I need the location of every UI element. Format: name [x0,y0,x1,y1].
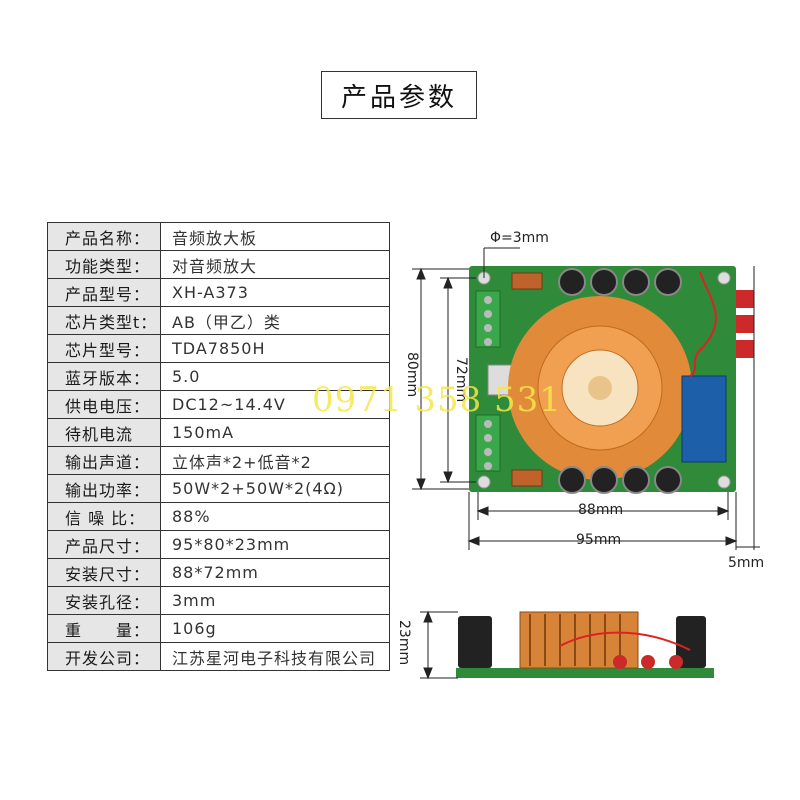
rca-side [613,655,627,669]
spec-row: 产品名称：音频放大板 [47,222,390,251]
spec-row: 产品尺寸：95*80*23mm [47,530,390,559]
spec-value: XH-A373 [160,278,390,307]
margin-label: 5mm [728,555,765,571]
spec-key: 产品名称： [47,222,161,251]
rca-jack [736,290,754,308]
spec-row: 输出声道：立体声*2+低音*2 [47,446,390,475]
spec-row: 开发公司：江苏星河电子科技有限公司 [47,642,390,671]
spec-row: 安装尺寸：88*72mm [47,558,390,587]
spec-key: 输出声道： [47,446,161,475]
spec-value: 50W*2+50W*2(4Ω) [160,474,390,503]
spec-key: 输出功率： [47,474,161,503]
height-inner-label: 72mm [453,357,469,403]
spec-key: 供电电压： [47,390,161,419]
rca-side [641,655,655,669]
spec-key: 芯片型号： [47,334,161,363]
spec-value: 150mA [160,418,390,447]
capacitor-side [676,616,706,668]
spec-value: AB（甲乙）类 [160,306,390,335]
spec-value: 88% [160,502,390,531]
capacitor [654,466,682,494]
height-outer-label: 80mm [404,352,420,398]
spec-value: 音频放大板 [160,222,390,251]
mount-hole-tr [717,271,731,285]
pcb-side-view [456,668,714,678]
spec-key: 待机电流 [47,418,161,447]
inductor-bottom [511,469,543,487]
spec-value: 对音频放大 [160,250,390,279]
capacitor [558,466,586,494]
hole-diameter-label: Φ=3mm [490,230,549,246]
spec-row: 重 量：106g [47,614,390,643]
capacitor [590,466,618,494]
mount-hole-br [717,475,731,489]
spec-value: 95*80*23mm [160,530,390,559]
capacitor [622,466,650,494]
spec-key: 信 噪 比： [47,502,161,531]
capacitor [590,268,618,296]
spec-row: 信 噪 比：88% [47,502,390,531]
watermark: 0971 358 531 [312,380,562,420]
spec-row: 产品型号：XH-A373 [47,278,390,307]
thickness-label: 23mm [396,620,412,666]
spec-value: TDA7850H [160,334,390,363]
rca-side [669,655,683,669]
spec-key: 芯片类型t： [47,306,161,335]
spec-value: 立体声*2+低音*2 [160,446,390,475]
inductor-top [511,272,543,290]
spec-row: 输出功率：50W*2+50W*2(4Ω) [47,474,390,503]
spec-value: 5.0 [160,362,390,391]
bluetooth-module [681,375,727,463]
spec-value: 江苏星河电子科技有限公司 [160,642,390,671]
spec-key: 开发公司： [47,642,161,671]
spec-row: 芯片类型t：AB（甲乙）类 [47,306,390,335]
spec-key: 蓝牙版本： [47,362,161,391]
capacitor [622,268,650,296]
mount-hole-bl [477,475,491,489]
capacitor-side [458,616,492,668]
spec-row: 供电电压：DC12~14.4V [47,390,390,419]
rca-jack [736,340,754,358]
spec-value: 88*72mm [160,558,390,587]
spec-key: 安装尺寸： [47,558,161,587]
width-inner-label: 88mm [578,502,624,518]
rca-jack [736,315,754,333]
spec-row: 蓝牙版本：5.0 [47,362,390,391]
spec-row: 功能类型：对音频放大 [47,250,390,279]
capacitor [558,268,586,296]
spec-key: 产品型号： [47,278,161,307]
capacitor [654,268,682,296]
spec-value: 106g [160,614,390,643]
spec-value: DC12~14.4V [160,390,390,419]
spec-row: 芯片型号：TDA7850H [47,334,390,363]
page-title: 产品参数 [321,71,477,119]
spec-key: 产品尺寸： [47,530,161,559]
width-outer-label: 95mm [576,532,622,548]
